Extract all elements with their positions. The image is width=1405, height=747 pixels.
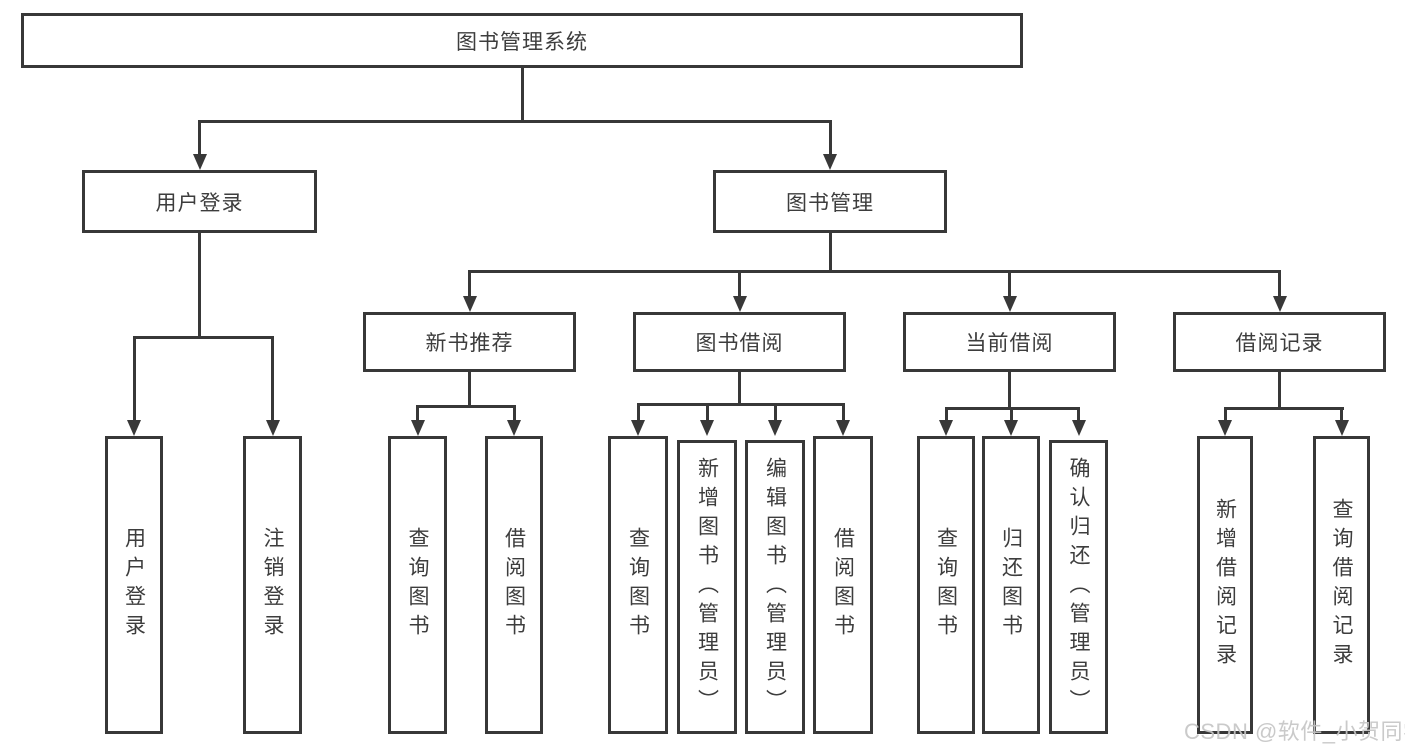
node-library-management-system: 图书管理系统 (21, 13, 1023, 68)
connector-tail (636, 403, 640, 424)
connector-rail (132, 336, 274, 339)
arrowhead-down (265, 420, 280, 436)
connector-tail (271, 336, 274, 424)
connector-tail (132, 336, 136, 424)
connector-stem (828, 233, 832, 273)
arrowhead-down (192, 154, 207, 170)
leaf-query-books-current: 查询图书 (917, 436, 975, 734)
connector-rail (1223, 407, 1344, 410)
node-current-borrowing: 当前借阅 (903, 312, 1116, 372)
arrowhead-down (768, 420, 782, 436)
node-new-book-recommendation: 新书推荐 (363, 312, 576, 372)
arrowhead-down (631, 420, 645, 436)
connector-tail (705, 403, 709, 424)
connector-tail (1223, 407, 1227, 424)
arrowhead-down (507, 420, 521, 436)
leaf-return-books: 归还图书 (982, 436, 1040, 734)
connector-tail (512, 405, 516, 424)
connector-stem (738, 372, 741, 406)
connector-rail (198, 120, 831, 123)
arrowhead-down (1002, 296, 1017, 312)
connector-stem (520, 68, 524, 123)
connector-tail (828, 120, 832, 158)
connector-tail (1278, 270, 1281, 300)
node-user-login: 用户登录 (82, 170, 317, 233)
arrowhead-down (1218, 420, 1232, 436)
leaf-add-books-admin: 新增图书（管理员） (677, 440, 737, 734)
leaf-query-books-borrowing: 查询图书 (608, 436, 668, 734)
node-book-management: 图书管理 (713, 170, 947, 233)
connector-rail (416, 405, 515, 408)
leaf-add-borrow-record: 新增借阅记录 (1197, 436, 1253, 734)
arrowhead-down (732, 296, 747, 312)
leaf-query-books-recommend: 查询图书 (388, 436, 447, 734)
arrowhead-down (1071, 420, 1086, 436)
arrowhead-down (410, 420, 425, 436)
leaf-borrow-books-recommend: 借阅图书 (485, 436, 543, 734)
arrowhead-down (836, 420, 850, 436)
connector-tail (773, 403, 777, 424)
arrowhead-down (462, 296, 477, 312)
connector-tail (468, 270, 471, 300)
connector-tail (1008, 270, 1011, 300)
node-borrowing-records: 借阅记录 (1173, 312, 1386, 372)
connector-stem (198, 233, 201, 339)
connector-tail (1340, 407, 1343, 424)
connector-stem (468, 372, 471, 408)
connector-tail (1077, 407, 1080, 424)
connector-tail (841, 403, 845, 424)
arrowhead-down (823, 154, 837, 170)
connector-rail (636, 403, 845, 406)
connector-tail (944, 407, 948, 424)
leaf-query-borrow-record: 查询借阅记录 (1313, 436, 1370, 734)
arrowhead-down (1272, 296, 1287, 312)
arrowhead-down (127, 420, 141, 436)
arrowhead-down (939, 420, 953, 436)
connector-tail (1009, 407, 1013, 424)
leaf-confirm-return-admin: 确认归还（管理员） (1049, 440, 1108, 734)
leaf-logout: 注销登录 (243, 436, 302, 734)
connector-stem (1008, 372, 1011, 410)
csdn-watermark: CSDN @软件_小贺同学 (1184, 719, 1405, 744)
connector-tail (198, 120, 201, 158)
connector-rail (468, 270, 1281, 273)
leaf-edit-books-admin: 编辑图书（管理员） (745, 440, 805, 734)
arrowhead-down (700, 420, 714, 436)
connector-tail (416, 405, 419, 424)
arrowhead-down (1334, 420, 1349, 436)
leaf-borrow-books-borrowing: 借阅图书 (813, 436, 873, 734)
leaf-user-login: 用户登录 (105, 436, 163, 734)
arrowhead-down (1004, 420, 1018, 436)
connector-stem (1278, 372, 1281, 410)
node-book-borrowing: 图书借阅 (633, 312, 846, 372)
connector-tail (738, 270, 741, 300)
